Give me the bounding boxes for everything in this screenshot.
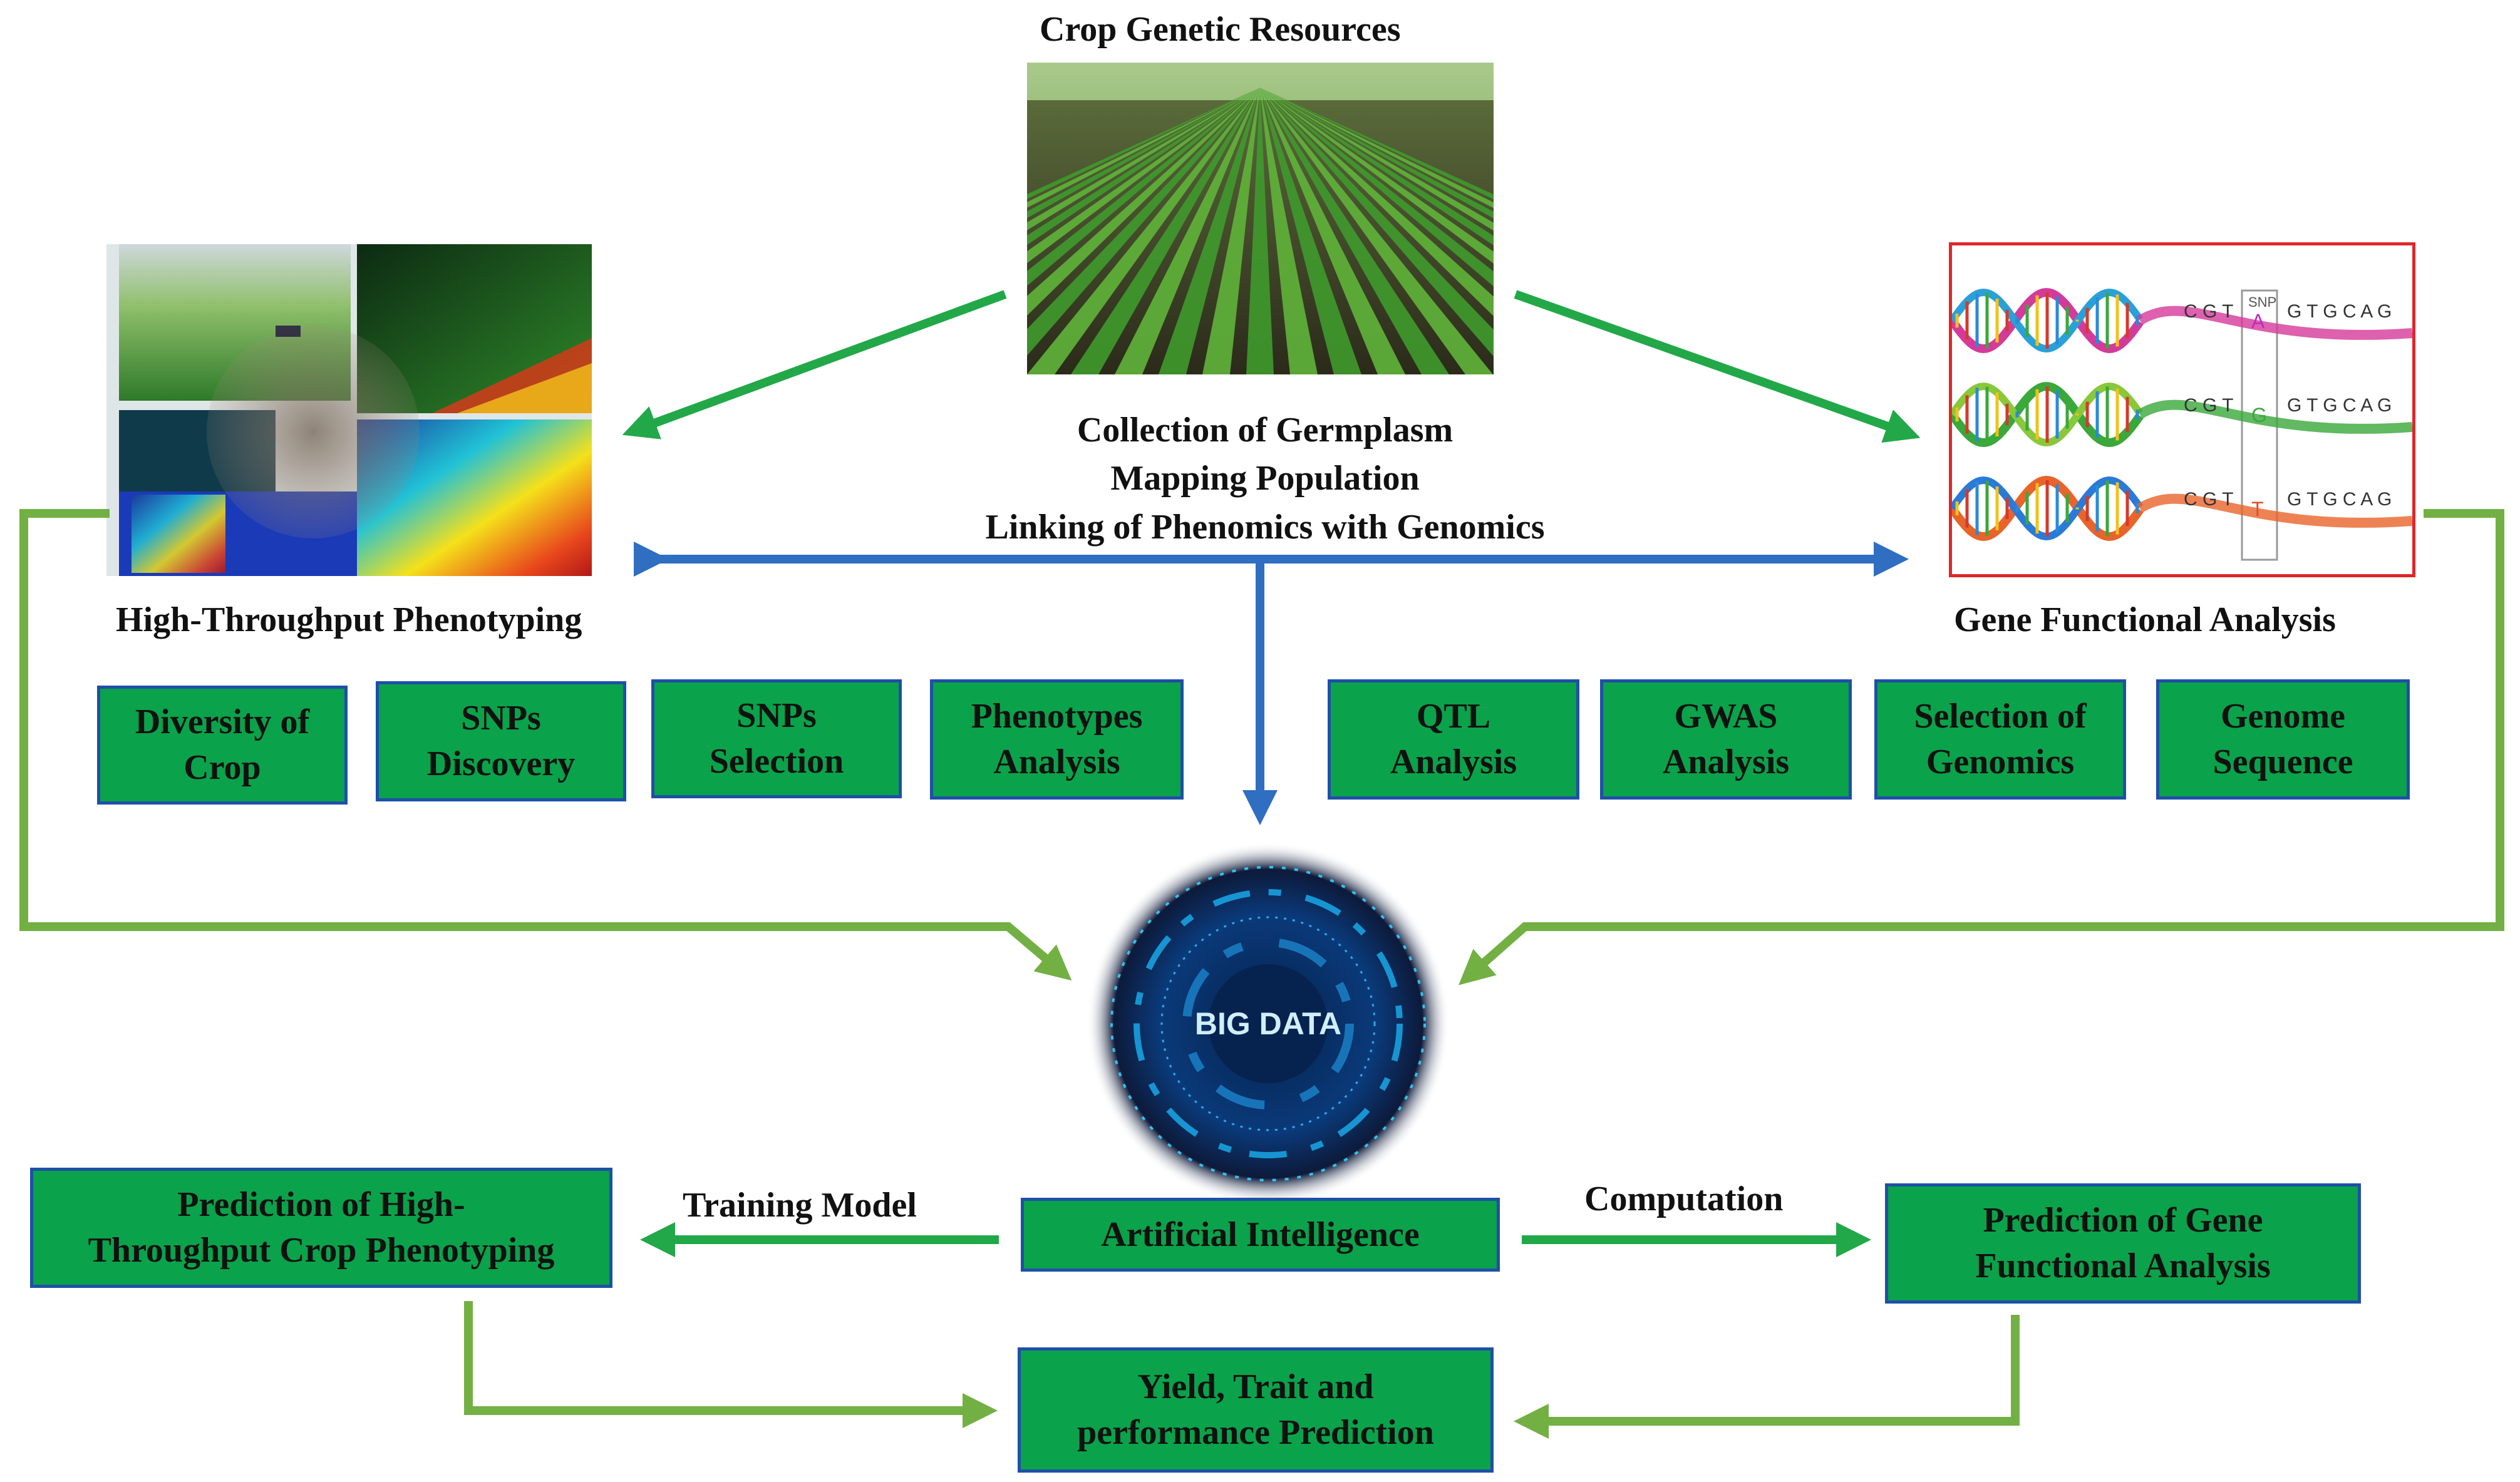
- snp-base-1: G: [2251, 404, 2267, 426]
- collection-of-germplasm-text: Collection of Germplasm: [1077, 411, 1454, 450]
- snp-base-0: A: [2251, 310, 2265, 332]
- computation-label: Computation: [1584, 1180, 1784, 1218]
- arrow-left-to-yield: [464, 1301, 998, 1428]
- linking-phenomics-genomics-text: Linking of Phenomics with Genomics: [985, 508, 1545, 547]
- big-data-label: BIG DATA: [1195, 1006, 1341, 1041]
- dna-snp-image: SNP C G T A G T G C A G C G T G G T G C A G C …: [1949, 242, 2415, 577]
- sequence-before-0: C G T: [2184, 301, 2233, 322]
- high-throughput-phenotyping-title: High-Throughput Phenotyping: [116, 600, 582, 639]
- box-prediction-phenotyping: Prediction of High-Throughput Crop Pheno…: [30, 1168, 612, 1288]
- big-data-image: BIG DATA: [1083, 839, 1453, 1208]
- arrow-right-to-yield: [1514, 1315, 2020, 1439]
- arrow-right-loop: [1459, 509, 2504, 985]
- box-artificial-intelligence: Artificial Intelligence: [1021, 1198, 1500, 1272]
- snp-base-2: T: [2251, 498, 2264, 520]
- crop-genetic-resources-title: Crop Genetic Resources: [1040, 10, 1401, 49]
- gene-functional-analysis-title: Gene Functional Analysis: [1954, 600, 2336, 639]
- snp-label: SNP: [2248, 294, 2276, 310]
- sequence-before-2: C G T: [2184, 489, 2233, 510]
- sequence-after-0: G T G C A G: [2287, 301, 2392, 322]
- phenotyping-collage-image: [106, 244, 592, 576]
- arrow-to-gene-analysis: [1514, 290, 1921, 443]
- arrow-left-loop: [19, 509, 1072, 981]
- sequence-before-1: C G T: [2184, 395, 2233, 416]
- crop-field-image: [1027, 63, 1494, 374]
- arrow-to-phenotyping: [622, 290, 1007, 440]
- training-model-label: Training Model: [683, 1186, 917, 1225]
- mapping-population-text: Mapping Population: [1110, 459, 1420, 498]
- sequence-after-2: G T G C A G: [2287, 489, 2392, 510]
- sequence-after-1: G T G C A G: [2287, 395, 2392, 416]
